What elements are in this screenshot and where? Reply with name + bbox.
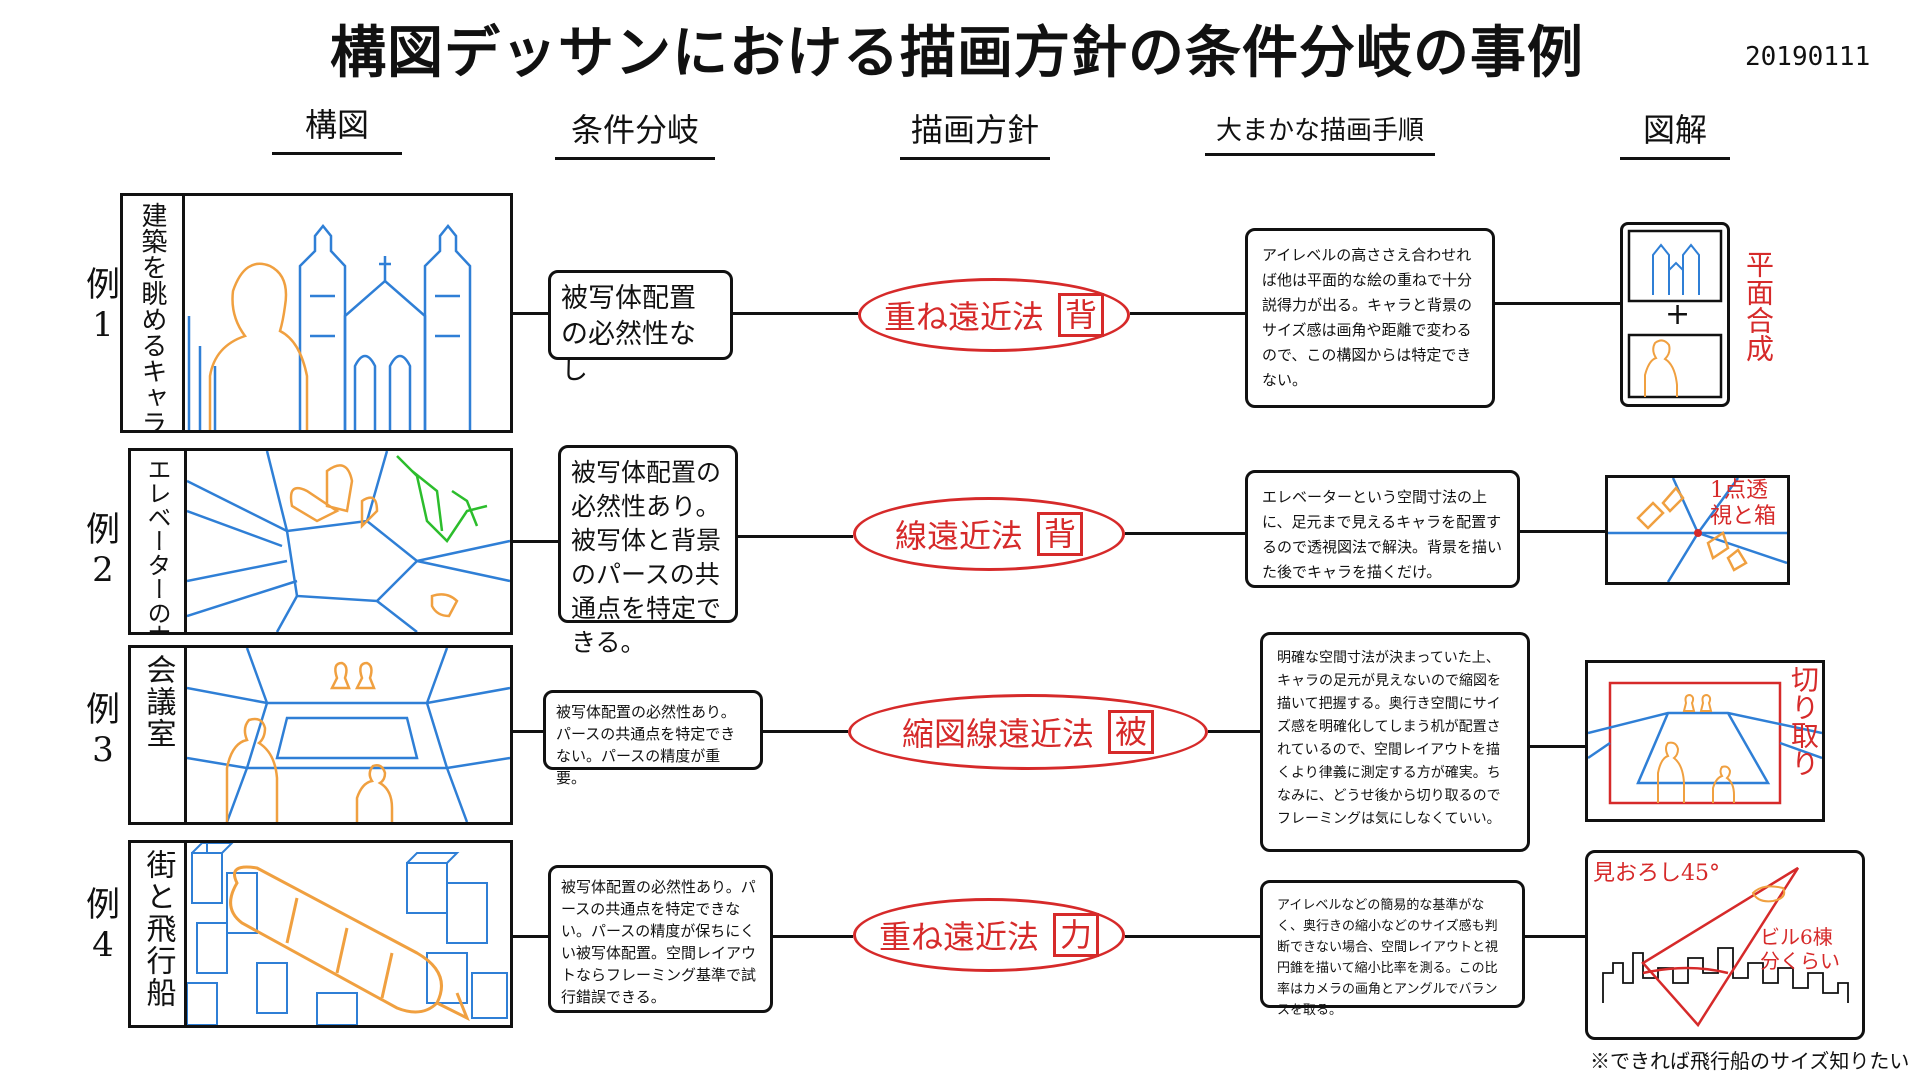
condition-box-3: 被写体配置の必然性あり。パースの共通点を特定できない。パースの精度が重要。 (543, 690, 763, 787)
scene-title: 街と飛行船 (131, 843, 187, 1025)
policy-text: 重ね遠近法 (878, 918, 1039, 956)
architecture-sketch (187, 223, 472, 430)
view-cone-diagram (1602, 866, 1849, 1028)
layer-composite-diagram (1627, 229, 1723, 399)
diagram-box-1: + (1620, 222, 1730, 407)
scene-title: エレベーターの中 (131, 451, 187, 632)
composition-sketch-3: 会議室 (128, 645, 513, 825)
elevator-sketch (186, 451, 510, 632)
diagram-label-2: 1点透視と箱 (1710, 478, 1777, 529)
city-airship-sketch (186, 843, 508, 1025)
connector-line (1208, 730, 1260, 733)
diagram-label-3: 切り取り (1787, 665, 1820, 777)
policy-ellipse-4: 重ね遠近法力 (853, 898, 1125, 972)
header-diagram: 図解 (1620, 105, 1730, 160)
composition-sketch-2: エレベーターの中 (128, 448, 513, 635)
procedure-box-1: アイレベルの高ささえ合わせれば他は平面的な絵の重ねで十分説得力が出る。キャラと背… (1245, 228, 1495, 408)
connector-line (763, 730, 848, 733)
connector-line (1130, 312, 1245, 315)
diagram-label-4b: ビル6棟分くらい (1760, 925, 1840, 973)
one-point-perspective-diagram (1608, 477, 1788, 583)
procedure-box-3: 明確な空間寸法が決まっていた上、キャラの足元が見えないので縮図を描いて把握する。… (1260, 632, 1530, 852)
meeting-room-sketch (186, 648, 510, 822)
policy-tag: 背 (1037, 512, 1084, 556)
policy-ellipse-1: 重ね遠近法背 (858, 278, 1130, 352)
condition-box-2: 被写体配置の必然性あり。被写体と背景のパースの共通点を特定できる。 (558, 445, 738, 657)
header-policy: 描画方針 (900, 105, 1050, 160)
diagram-box-2 (1605, 475, 1790, 585)
page-title: 構図デッサンにおける描画方針の条件分岐の事例 (330, 21, 1584, 86)
connector-line (513, 540, 558, 543)
scene-title: 会議室 (131, 648, 187, 822)
connector-line (1525, 935, 1585, 938)
diagram-box-3 (1585, 660, 1825, 822)
policy-ellipse-2: 線遠近法背 (853, 497, 1125, 571)
date-stamp: 20190111 (1745, 42, 1871, 72)
row-label: 例2 (86, 510, 120, 590)
policy-tag: 被 (1108, 710, 1155, 754)
plus-sign: + (1665, 297, 1691, 332)
diagram-label-1: 平面合成 (1742, 250, 1775, 362)
procedure-box-2: エレベーターという空間寸法の上に、足元まで見えるキャラを配置するので透視図法で解… (1245, 470, 1520, 588)
header-procedure: 大まかな描画手順 (1205, 110, 1435, 156)
connector-line (513, 730, 543, 733)
policy-ellipse-3: 縮図線遠近法被 (848, 694, 1208, 770)
policy-tag: 背 (1058, 293, 1105, 337)
procedure-box-4: アイレベルなどの簡易的な基準がなく、奥行きの縮小などのサイズ感も判断できない場合… (1260, 880, 1525, 1018)
connector-line (1125, 935, 1260, 938)
crop-diagram (1587, 681, 1823, 805)
connector-line (1520, 530, 1605, 533)
policy-text: 線遠近法 (894, 517, 1023, 555)
composition-sketch-1: 建築を眺めるキャラ (120, 193, 513, 433)
connector-line (513, 935, 548, 938)
diagram-box-4 (1585, 850, 1865, 1040)
row-label: 例4 (86, 885, 120, 965)
connector-line (1530, 745, 1585, 748)
composition-sketch-4: 街と飛行船 (128, 840, 513, 1028)
connector-line (1125, 532, 1245, 535)
connector-line (738, 535, 853, 538)
connector-line (1495, 302, 1620, 305)
diagram-label-4a: 見おろし45° (1593, 861, 1720, 886)
scene-title: 建築を眺めるキャラ (123, 196, 185, 430)
policy-text: 重ね遠近法 (883, 298, 1044, 336)
condition-box-4: 被写体配置の必然性あり。パースの共通点を特定できない。パースの精度が保ちにくい被… (548, 865, 773, 1013)
header-composition: 構図 (272, 100, 402, 155)
policy-tag: 力 (1053, 913, 1100, 957)
policy-text: 縮図線遠近法 (901, 715, 1094, 753)
row-label: 例1 (86, 265, 120, 345)
connector-line (513, 312, 548, 315)
connector-line (773, 935, 853, 938)
row-label: 例3 (86, 690, 120, 770)
header-condition: 条件分岐 (555, 105, 715, 160)
connector-line (733, 312, 858, 315)
condition-box-1: 被写体配置の必然性なし (548, 270, 733, 386)
footnote: ※できれば飛行船のサイズ知りたい (1590, 1049, 1910, 1073)
